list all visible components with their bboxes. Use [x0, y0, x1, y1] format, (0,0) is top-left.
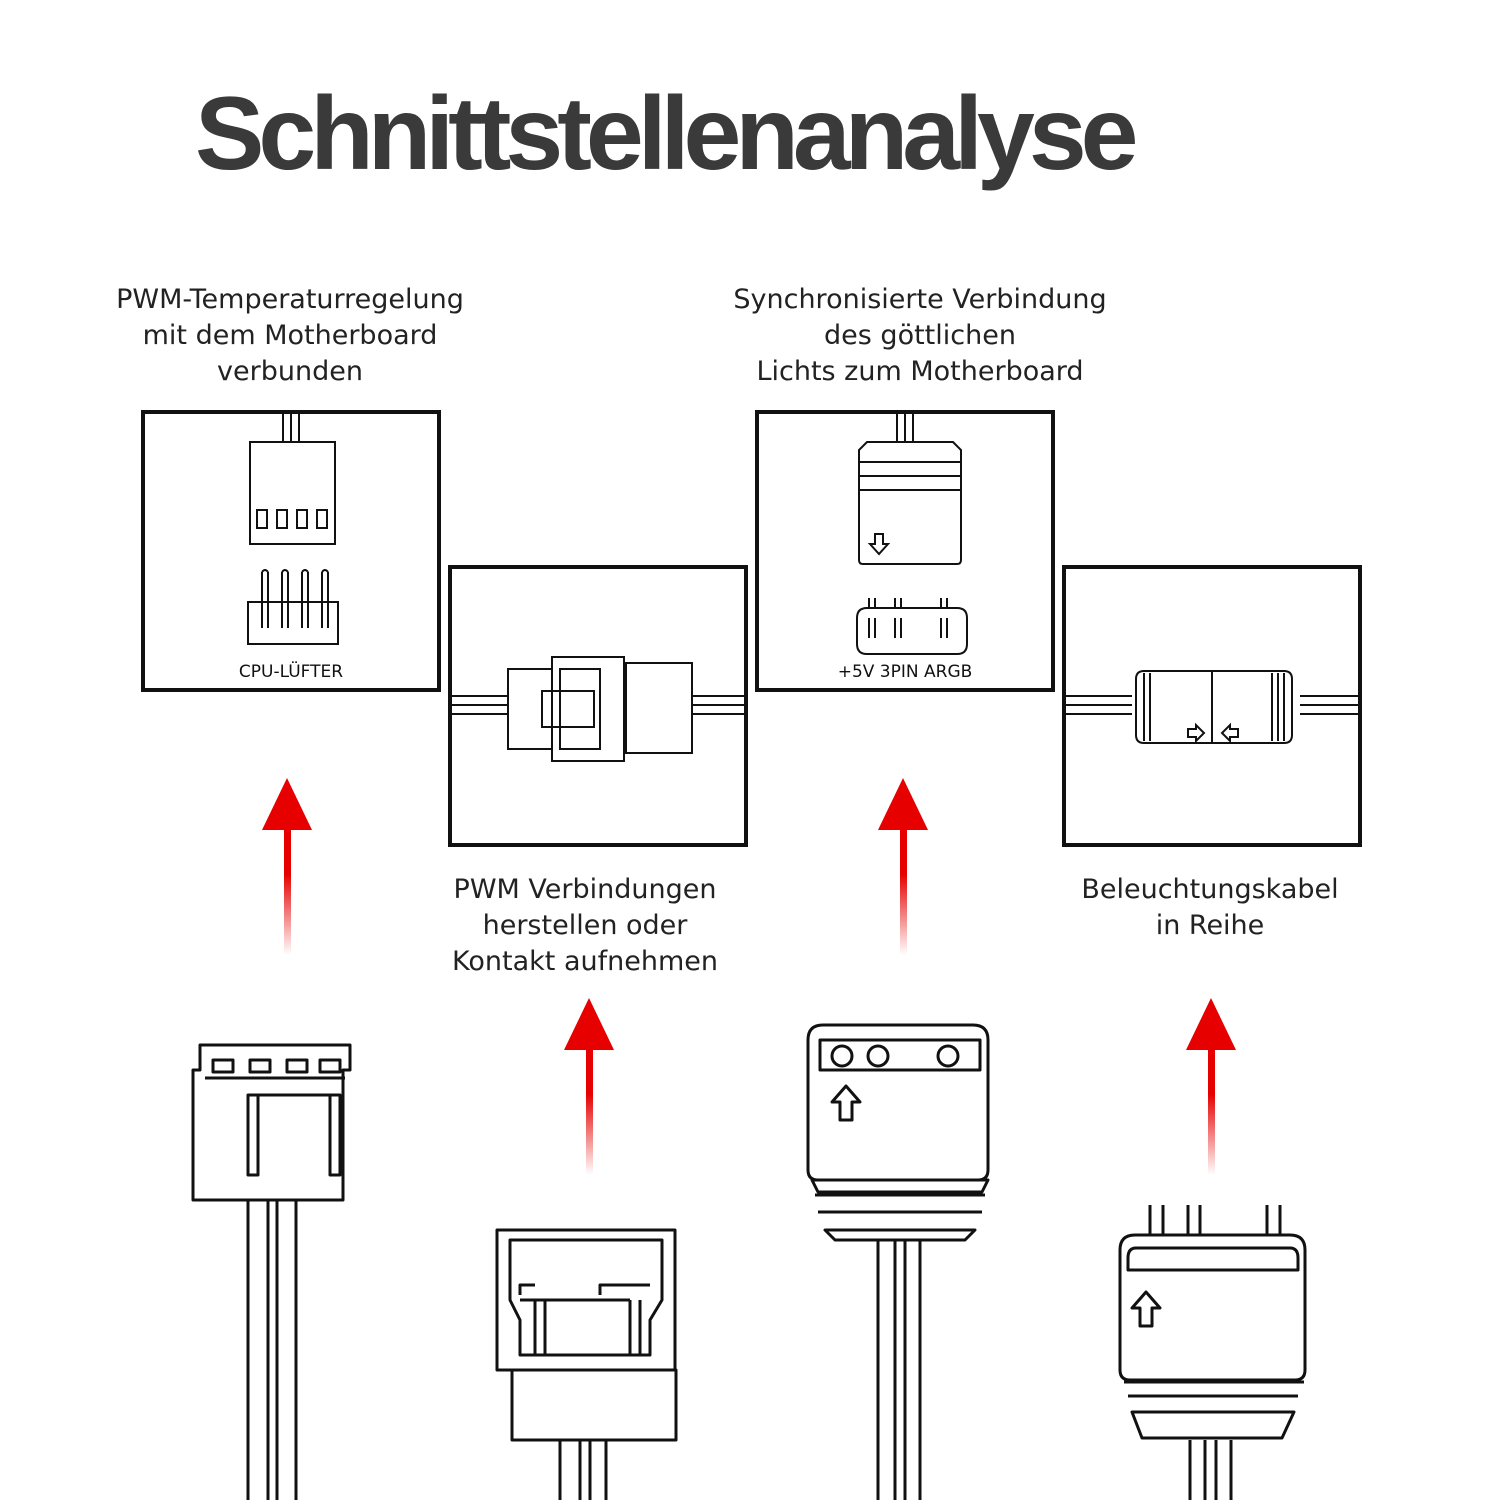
- red-arrow-2: [564, 998, 614, 1175]
- caption-line: in Reihe: [1155, 910, 1265, 941]
- caption-line: PWM Verbindungen: [453, 874, 717, 905]
- pwm-inline-connector-icon: [452, 656, 744, 762]
- caption-line: Beleuchtungskabel: [1081, 874, 1339, 905]
- pwm-inline-connector-box: [448, 565, 748, 847]
- lighting-coupler-icon: [1066, 670, 1358, 744]
- argb-connector-box: +5V 3PIN ARGB: [755, 410, 1055, 692]
- fan-4pin-plug-icon: [191, 1043, 352, 1500]
- red-arrow-3: [878, 778, 928, 955]
- caption-line: Kontakt aufnehmen: [452, 946, 718, 977]
- red-arrow-4: [1186, 998, 1236, 1175]
- cpu-fan-connector-box: CPU-LÜFTER: [141, 410, 441, 692]
- cpu-fan-label: CPU-LÜFTER: [238, 662, 344, 682]
- caption-line: verbunden: [217, 356, 363, 387]
- argb-male-plug-icon: [1118, 1205, 1307, 1500]
- caption-pwm-connections: PWM Verbindungen herstellen oder Kontakt…: [430, 872, 740, 980]
- argb-female-plug-icon: [806, 1023, 990, 1500]
- caption-line: herstellen oder: [482, 910, 688, 941]
- caption-pwm-temperature: PWM-Temperaturregelung mit dem Motherboa…: [90, 282, 490, 390]
- caption-sync-connection: Synchronisierte Verbindung des göttliche…: [715, 282, 1125, 390]
- page-title: Schnittstellenanalyse: [195, 76, 1139, 192]
- argb-plug-and-header-icon: [856, 414, 968, 655]
- pwm-small-plug-icon: [495, 1228, 678, 1500]
- caption-line: Lichts zum Motherboard: [756, 356, 1084, 387]
- argb-label: +5V 3PIN ARGB: [837, 662, 973, 682]
- red-arrow-1: [262, 778, 312, 955]
- caption-line: des göttlichen: [824, 320, 1016, 351]
- fan-plug-and-header-icon: [247, 414, 339, 645]
- caption-line: Synchronisierte Verbindung: [733, 284, 1107, 315]
- caption-line: mit dem Motherboard: [142, 320, 438, 351]
- lighting-coupler-box: [1062, 565, 1362, 847]
- caption-lighting-cable: Beleuchtungskabel in Reihe: [1060, 872, 1360, 944]
- caption-line: PWM-Temperaturregelung: [116, 284, 464, 315]
